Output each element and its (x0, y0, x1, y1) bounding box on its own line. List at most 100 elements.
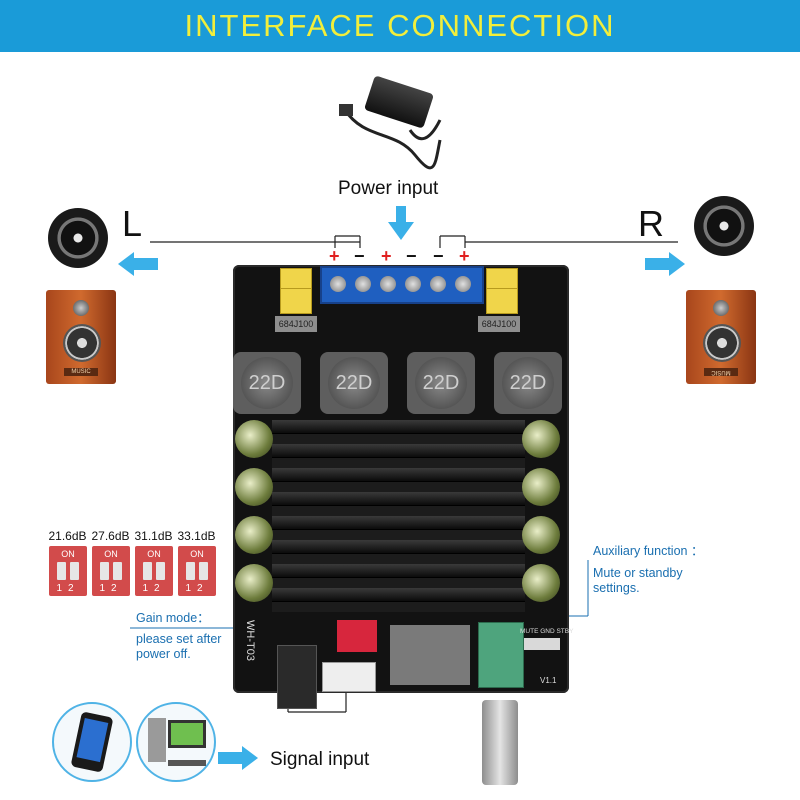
terminal-screw (355, 276, 371, 292)
right-speaker-driver-icon (694, 196, 754, 256)
heatsink-fin (272, 588, 525, 602)
board-model-label: WH-T03 (244, 620, 256, 661)
terminal-sign: − (354, 246, 365, 266)
woofer-icon (63, 324, 101, 362)
film-capacitor (280, 288, 312, 314)
right-speaker-cabinet-icon: MUSIC (686, 290, 756, 384)
auxiliary-title: Auxiliary function ： (593, 544, 704, 558)
electrolytic-capacitor (235, 420, 273, 458)
dip-on-label: ON (190, 549, 204, 559)
dip-number-label: 12 (56, 583, 80, 594)
terminal-sign: + (381, 246, 392, 266)
heatsink (272, 420, 525, 612)
gain-setting-31-1db: 31.1dB ON 12 (131, 529, 176, 596)
power-input-label: Power input (338, 178, 439, 199)
woofer-icon (703, 324, 741, 362)
dip-lever (70, 562, 79, 580)
title-banner: INTERFACE CONNECTION (0, 0, 800, 52)
dip-switch-icon: ON 12 (135, 546, 173, 596)
board-version-label: V1.1 (540, 676, 557, 685)
power-speaker-terminal-block (320, 266, 484, 304)
heatsink-fin (272, 540, 525, 554)
gain-dip-switch[interactable] (337, 620, 377, 652)
gain-value: 33.1dB (177, 529, 216, 543)
inductor: 22D (407, 352, 475, 414)
inductor: 22D (233, 352, 301, 414)
dip-lever (113, 562, 122, 580)
film-capacitor (486, 288, 518, 314)
speaker-plate: MUSIC (64, 368, 98, 376)
terminal-sign: − (433, 246, 444, 266)
right-arrow-icon (645, 252, 685, 276)
down-arrow-icon (388, 206, 414, 240)
volume-knob[interactable] (482, 700, 518, 785)
electrolytic-capacitor (235, 516, 273, 554)
dip-lever (143, 562, 152, 580)
desktop-computer-icon (148, 718, 206, 766)
terminal-screw (455, 276, 471, 292)
electrolytic-capacitor (235, 468, 273, 506)
cap-label-left: 684J100 (275, 316, 317, 332)
electrolytic-capacitor (522, 468, 560, 506)
inductor: 22D (320, 352, 388, 414)
gain-mode-note: please set after power off. (136, 632, 222, 661)
dip-on-label: ON (104, 549, 118, 559)
terminal-sign: + (459, 246, 470, 266)
dip-number-label: 12 (185, 583, 209, 594)
dip-switch-icon: ON 12 (178, 546, 216, 596)
gain-setting-33-1db: 33.1dB ON 12 (174, 529, 219, 596)
electrolytic-capacitor (522, 516, 560, 554)
terminal-sign: − (406, 246, 417, 266)
desktop-computer-device (136, 702, 216, 782)
dip-on-label: ON (147, 549, 161, 559)
gain-setting-21-6db: 21.6dB ON 12 (45, 529, 90, 596)
cap-label-right: 684J100 (478, 316, 520, 332)
signal-arrow-icon (218, 746, 258, 770)
heatsink-fin (272, 492, 525, 506)
dip-lever (57, 562, 66, 580)
signal-input-connector[interactable] (322, 662, 376, 692)
gain-value: 27.6dB (91, 529, 130, 543)
output-capacitors (390, 625, 470, 685)
heatsink-fin (272, 468, 525, 482)
heatsink-fin (272, 516, 525, 530)
dip-on-label: ON (61, 549, 75, 559)
aux-pin-header[interactable] (524, 638, 560, 650)
dip-lever (100, 562, 109, 580)
right-channel-label: R (638, 203, 664, 244)
left-speaker-driver-icon (48, 208, 108, 268)
banner-title: INTERFACE CONNECTION (184, 8, 616, 43)
auxiliary-note: Mute or standby settings. (593, 566, 683, 595)
heatsink-fin (272, 444, 525, 458)
inductor-label: 22D (415, 357, 467, 409)
electrolytic-capacitor (235, 564, 273, 602)
dip-number-label: 12 (142, 583, 166, 594)
gain-setting-27-6db: 27.6dB ON 12 (88, 529, 133, 596)
dip-lever (199, 562, 208, 580)
smartphone-icon (71, 712, 113, 772)
dip-switch-icon: ON 12 (49, 546, 87, 596)
smartphone-device (52, 702, 132, 782)
dip-lever (156, 562, 165, 580)
heatsink-fin (272, 564, 525, 578)
dip-lever (186, 562, 195, 580)
heatsink-fin (272, 420, 525, 434)
terminal-screw (330, 276, 346, 292)
volume-potentiometer[interactable] (478, 622, 524, 688)
terminal-sign: + (329, 246, 340, 266)
signal-input-label: Signal input (270, 749, 370, 770)
gain-value: 21.6dB (48, 529, 87, 543)
inductor: 22D (494, 352, 562, 414)
left-arrow-icon (118, 252, 158, 276)
dip-switch-icon: ON 12 (92, 546, 130, 596)
power-cord-icon (339, 104, 442, 170)
speaker-plate: MUSIC (704, 368, 738, 376)
tweeter-icon (713, 300, 729, 316)
terminal-screw (405, 276, 421, 292)
terminal-screw (380, 276, 396, 292)
audio-jack[interactable] (277, 645, 317, 709)
inductor-label: 22D (502, 357, 554, 409)
tweeter-icon (73, 300, 89, 316)
aux-pins-label: MUTE GND STBY (520, 628, 574, 635)
inductor-label: 22D (241, 357, 293, 409)
